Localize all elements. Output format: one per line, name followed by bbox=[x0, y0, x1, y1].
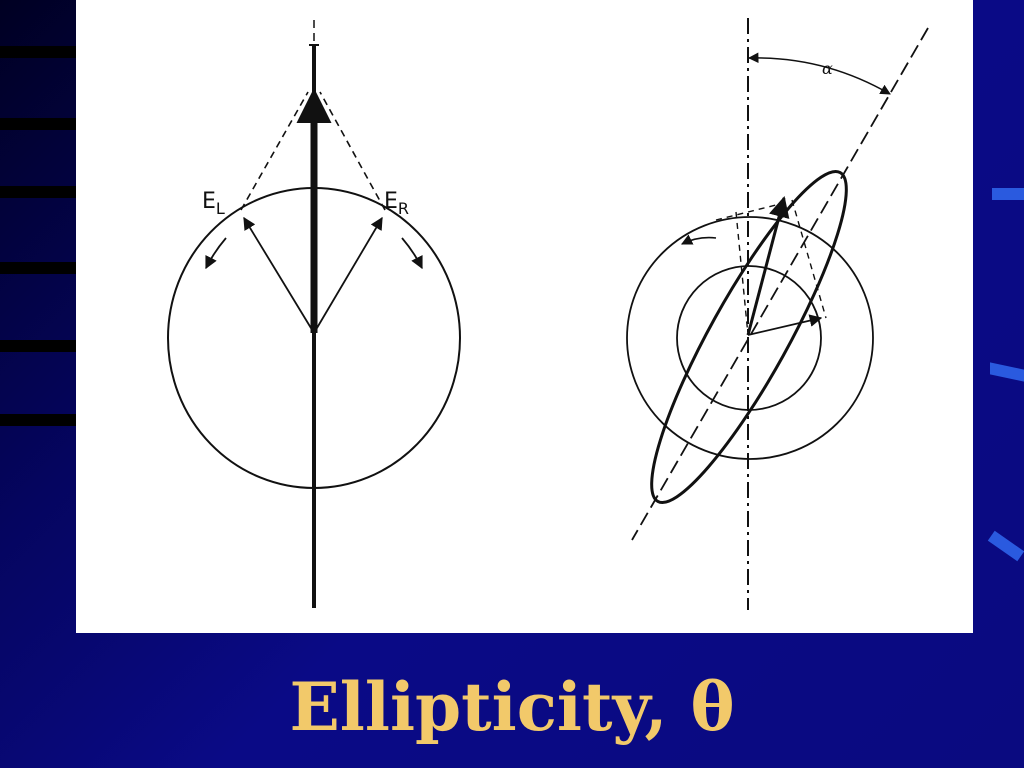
rotation-arrow-right-diagram bbox=[680, 234, 717, 245]
outer-circle bbox=[626, 216, 874, 460]
rotation-arrow-right bbox=[401, 237, 423, 270]
polarization-ellipse bbox=[650, 169, 848, 505]
figure-panel: EL ER α bbox=[76, 0, 973, 633]
component-vector bbox=[747, 314, 823, 336]
stripe bbox=[0, 340, 78, 352]
label-er: ER bbox=[384, 189, 409, 218]
stripe bbox=[0, 414, 78, 426]
stripe bbox=[0, 186, 78, 198]
angle-label: α bbox=[822, 59, 833, 78]
label-el: EL bbox=[202, 189, 225, 218]
dashed-er-to-resultant bbox=[319, 91, 386, 211]
vector-el bbox=[243, 216, 315, 334]
stripe bbox=[0, 118, 78, 130]
resultant-vector-right bbox=[746, 195, 790, 336]
left-stripe-decoration bbox=[0, 0, 78, 500]
rotation-arrow-left bbox=[205, 237, 227, 270]
accent-dash bbox=[992, 188, 1024, 200]
stripe bbox=[0, 46, 78, 58]
right-diagram bbox=[626, 18, 929, 610]
dashed-el-to-resultant bbox=[240, 91, 309, 211]
major-axis-line bbox=[631, 27, 929, 541]
left-circle bbox=[167, 187, 461, 489]
dashed-construction-1 bbox=[735, 211, 749, 336]
left-diagram bbox=[167, 20, 461, 608]
left-labels: EL ER bbox=[202, 189, 409, 218]
polarization-diagram: EL ER α bbox=[167, 18, 929, 610]
dashed-construction-2 bbox=[791, 199, 827, 319]
angle-arc bbox=[747, 52, 891, 95]
stripe bbox=[0, 262, 78, 274]
inner-circle bbox=[676, 265, 822, 411]
slide-title: Ellipticity, θ bbox=[289, 668, 735, 746]
vector-er bbox=[313, 216, 383, 334]
